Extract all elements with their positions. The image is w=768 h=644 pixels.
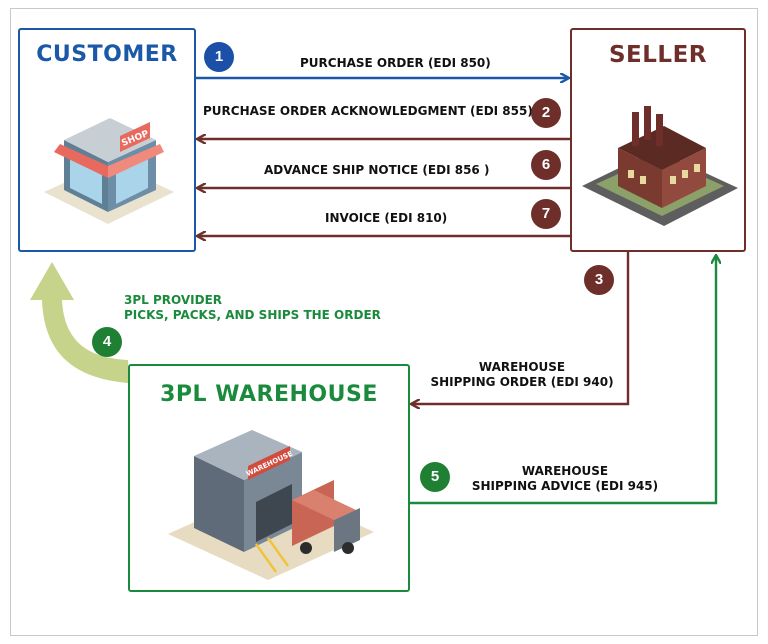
flow-label-4-line2: PICKS, PACKS, AND SHIPS THE ORDER: [124, 308, 381, 322]
shop-illustration: SHOP: [44, 118, 174, 224]
customer-title: CUSTOMER: [36, 42, 178, 67]
warehouse-illustration: WAREHOUSE: [168, 430, 374, 580]
warehouse-title: 3PL WAREHOUSE: [160, 382, 378, 407]
step-badge-2: 2: [531, 98, 561, 128]
step-badge-4: 4: [92, 327, 122, 357]
step-badge-1: 1: [204, 42, 234, 72]
step-badge-5: 5: [420, 462, 450, 492]
flow-label-6: ADVANCE SHIP NOTICE (EDI 856 ): [264, 163, 490, 177]
flow-label-4: 3PL PROVIDER PICKS, PACKS, AND SHIPS THE…: [124, 293, 381, 323]
flow-label-3: WAREHOUSE SHIPPING ORDER (EDI 940): [420, 360, 624, 390]
flow-label-5: WAREHOUSE SHIPPING ADVICE (EDI 945): [460, 464, 670, 494]
flow-label-3-line1: WAREHOUSE: [478, 360, 566, 374]
step-badge-6: 6: [531, 150, 561, 180]
seller-node: SELLER: [570, 28, 746, 252]
factory-illustration: [582, 106, 738, 226]
flow-label-3-line2: SHIPPING ORDER (EDI 940): [430, 375, 614, 389]
step-badge-7: 7: [531, 199, 561, 229]
arrow-line-5: [410, 256, 716, 505]
seller-title: SELLER: [608, 42, 707, 68]
return-arrow-4: [30, 262, 128, 383]
flow-label-2: PURCHASE ORDER ACKNOWLEDGMENT (EDI 855): [203, 104, 533, 118]
diagram-frame: [10, 8, 758, 636]
warehouse-node: 3PL WAREHOUSE WAREHOUSE: [128, 364, 410, 592]
arrow-line-3: [412, 252, 630, 404]
customer-node: CUSTOMER SHOP: [18, 28, 196, 252]
flow-label-4-line1: 3PL PROVIDER: [124, 293, 223, 307]
step-badge-3: 3: [584, 265, 614, 295]
flow-label-5-line2: SHIPPING ADVICE (EDI 945): [471, 479, 659, 493]
flow-label-7: INVOICE (EDI 810): [325, 211, 448, 225]
flow-label-5-line1: WAREHOUSE: [521, 464, 609, 478]
flow-label-1: PURCHASE ORDER (EDI 850): [300, 56, 491, 70]
